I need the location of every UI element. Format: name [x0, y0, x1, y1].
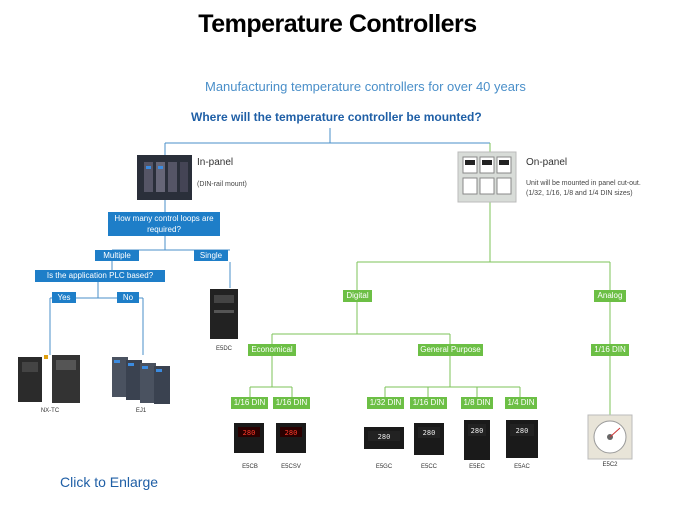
- svg-text:280: 280: [378, 433, 391, 441]
- e5c2-caption: E5C2: [602, 462, 618, 468]
- gp-din-box-2: 1/16 DIN: [410, 397, 447, 409]
- e5dc-caption: E5DC: [215, 346, 232, 352]
- e5ac-caption: E5AC: [514, 464, 530, 470]
- gp-din-box-4: 1/4 DIN: [505, 397, 537, 409]
- e5cb-image: 280: [234, 423, 264, 453]
- e5gc-caption: E5GC: [375, 464, 393, 470]
- on-panel-note-2: (1/32, 1/16, 1/8 and 1/4 DIN sizes): [526, 190, 633, 197]
- general-purpose-box: General Purpose: [418, 344, 483, 356]
- no-box: No: [117, 292, 139, 303]
- on-panel-image: [457, 151, 517, 203]
- economical-box: Economical: [248, 344, 296, 356]
- e5cc-caption: E5CC: [420, 464, 437, 470]
- in-panel-label: In-panel: [197, 157, 234, 168]
- in-panel-image: [137, 155, 192, 200]
- in-panel-note: (DIN-rail mount): [197, 181, 247, 188]
- e5c2-image: [587, 414, 633, 460]
- multiple-box: Multiple: [95, 250, 139, 261]
- ej1-image: [112, 357, 170, 404]
- eco-din-box-1: 1/16 DIN: [231, 397, 268, 409]
- e5dc-image: [210, 289, 238, 339]
- nx-tc-caption: NX-TC: [40, 408, 60, 414]
- svg-text:280: 280: [243, 429, 256, 437]
- page-title: Temperature Controllers: [198, 10, 477, 38]
- e5ec-caption: E5EC: [469, 464, 485, 470]
- svg-text:280: 280: [516, 427, 529, 435]
- loops-question-box: How many control loops are required?: [108, 212, 220, 236]
- e5ac-image: 280: [506, 420, 538, 458]
- svg-text:280: 280: [285, 429, 298, 437]
- gp-din-box-3: 1/8 DIN: [461, 397, 493, 409]
- e5csv-image: 280: [276, 423, 306, 453]
- on-panel-note-1: Unit will be mounted in panel cut-out.: [526, 180, 641, 187]
- nx-tc-image: [18, 355, 80, 403]
- e5ec-image: 280: [464, 420, 490, 460]
- yes-box: Yes: [52, 292, 76, 303]
- diagram-subtitle: Manufacturing temperature controllers fo…: [205, 79, 526, 94]
- on-panel-label: On-panel: [526, 157, 568, 168]
- single-box: Single: [194, 250, 228, 261]
- plc-question-box: Is the application PLC based?: [35, 270, 165, 282]
- e5cc-image: 280: [414, 423, 444, 455]
- e5cb-caption: E5CB: [242, 464, 258, 470]
- eco-din-box-2: 1/16 DIN: [273, 397, 310, 409]
- click-to-enlarge-link[interactable]: Click to Enlarge: [60, 474, 159, 490]
- digital-box: Digital: [343, 290, 372, 302]
- e5gc-image: 280: [364, 427, 404, 449]
- svg-text:280: 280: [423, 429, 436, 437]
- svg-text:280: 280: [471, 427, 484, 435]
- ej1-caption: EJ1: [135, 408, 147, 414]
- analog-din-box: 1/16 DIN: [591, 344, 629, 356]
- mount-question: Where will the temperature controller be…: [191, 110, 482, 124]
- analog-box: Analog: [594, 290, 626, 302]
- gp-din-box-1: 1/32 DIN: [367, 397, 404, 409]
- e5csv-caption: E5CSV: [281, 464, 301, 470]
